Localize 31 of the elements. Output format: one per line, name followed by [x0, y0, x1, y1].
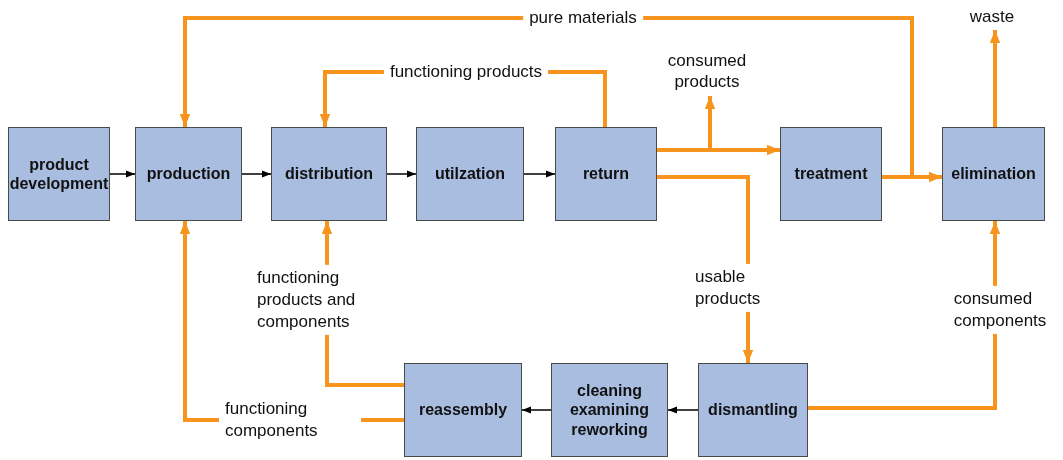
arrow — [109, 170, 136, 178]
box-label: product development — [9, 154, 109, 194]
process-box — [135, 127, 242, 221]
process-box — [698, 363, 808, 457]
node-label: consumed products — [666, 49, 748, 93]
box-label: cleaning examining reworking — [568, 381, 651, 439]
flow-arrow — [989, 30, 1001, 127]
flow-arrow — [808, 221, 1001, 410]
box-label: utilzation — [434, 164, 506, 184]
node-label: waste — [969, 6, 1015, 28]
process-box — [8, 127, 110, 221]
process-box — [780, 127, 882, 221]
box-label: distribution — [285, 164, 373, 184]
process-box — [551, 363, 668, 457]
arrow — [523, 170, 556, 178]
box-label: reassembly — [418, 400, 508, 420]
arrow — [241, 170, 272, 178]
process-box — [404, 363, 522, 457]
process-box — [942, 127, 1045, 221]
box-label: return — [582, 164, 630, 184]
process-box — [555, 127, 657, 221]
arrow — [386, 170, 417, 178]
arrow — [521, 406, 552, 414]
box-label: elimination — [951, 164, 1036, 184]
process-box — [416, 127, 524, 221]
flow-arrow — [657, 96, 716, 152]
box-label: dismantling — [708, 400, 798, 420]
arrow — [667, 406, 699, 414]
process-box — [271, 127, 387, 221]
box-label: treatment — [794, 164, 868, 184]
box-label: production — [146, 164, 231, 184]
